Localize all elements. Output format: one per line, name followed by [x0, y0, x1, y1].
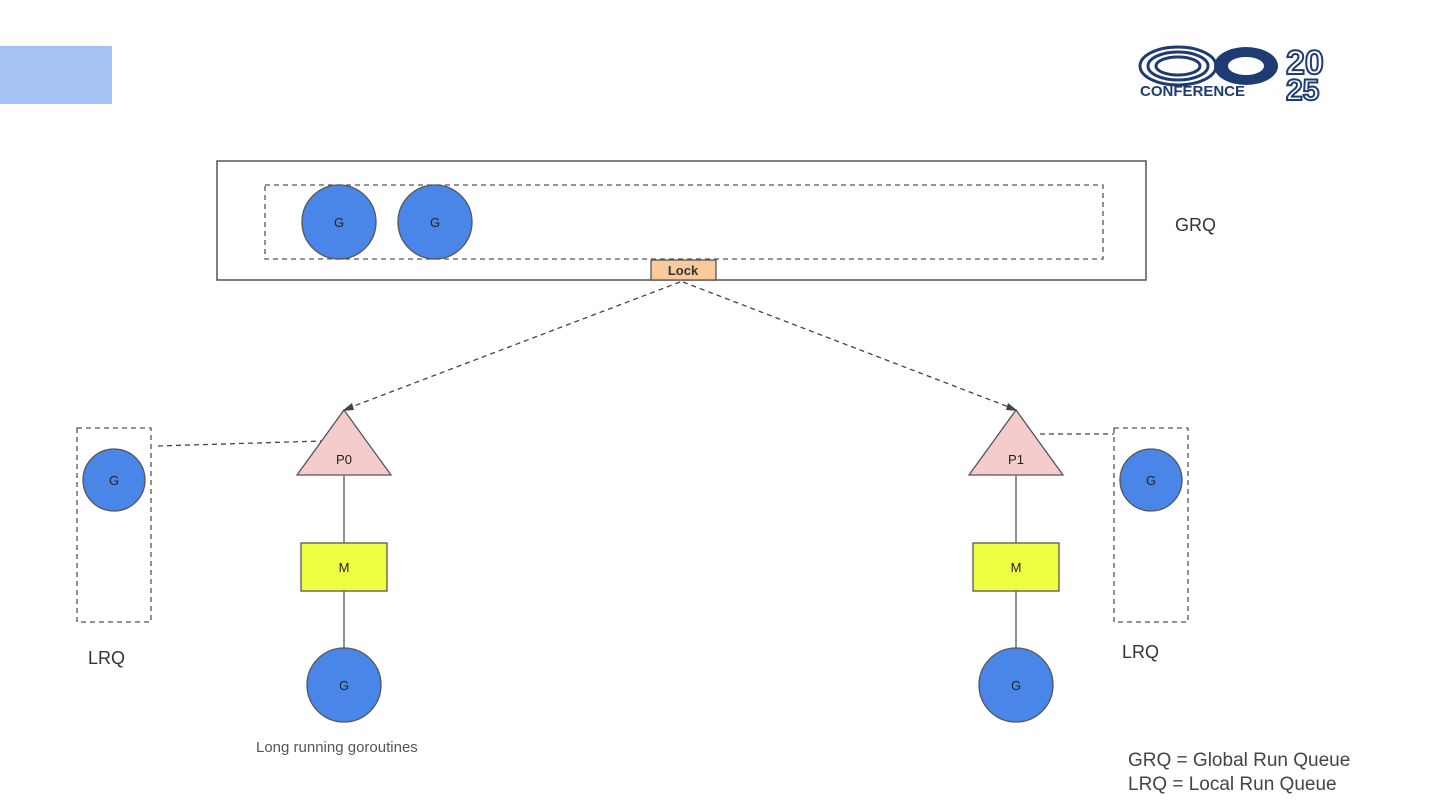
grq-lock-label: Lock: [668, 263, 699, 278]
lrq-left-to-p0-link: [157, 440, 323, 447]
go-conference-2025-logo: CONFERENCE 20 25: [1138, 43, 1325, 102]
lock-to-p1-arrow: [682, 281, 1015, 410]
lrq-right-label: LRQ: [1122, 642, 1160, 662]
slide-accent-bar: [0, 46, 112, 104]
lrq-right-box: [1113, 427, 1189, 623]
lrq-left-label: LRQ: [88, 648, 126, 668]
processor-p0: [295, 408, 393, 476]
lock-to-p1-arrowhead: [1006, 403, 1018, 411]
grq-label: GRQ: [1175, 215, 1217, 235]
running-goroutine-right: G: [978, 647, 1054, 723]
lock-to-p0-arrow: [345, 281, 681, 410]
lock-to-p0-arrowhead: [342, 403, 354, 411]
grq-goroutine: G: [397, 184, 473, 260]
running-goroutine-right-label: G: [1011, 678, 1021, 693]
grq-goroutine-label: G: [334, 215, 344, 230]
grq-goroutine-label: G: [430, 215, 440, 230]
machine-m-right: [972, 542, 1060, 592]
grq-goroutine: G: [301, 184, 377, 260]
running-goroutine-left-label: G: [339, 678, 349, 693]
running-goroutine-left: G: [306, 647, 382, 723]
lrq-right-goroutine-label: G: [1146, 473, 1156, 488]
logo-year-bottom: 25: [1286, 74, 1319, 102]
long-running-goroutines-caption: Long running goroutines: [256, 739, 418, 756]
logo-conference-text: CONFERENCE: [1140, 83, 1245, 100]
machine-m-right-label: M: [1011, 560, 1022, 575]
grq-inner-queue: [264, 184, 1104, 260]
lrq-left-goroutine-label: G: [109, 473, 119, 488]
legend: GRQ = Global Run Queue LRQ = Local Run Q…: [1128, 749, 1350, 797]
processor-p1-label: P1: [1008, 452, 1024, 467]
legend-grq: GRQ = Global Run Queue: [1128, 750, 1351, 771]
machine-m-left: [300, 542, 388, 592]
lrq-left-box: [76, 427, 152, 623]
processor-p0-label: P0: [336, 452, 352, 467]
legend-lrq: LRQ = Local Run Queue: [1128, 774, 1337, 795]
processor-p1: [967, 408, 1065, 476]
logo-year-top: 20: [1286, 44, 1324, 82]
logo-go-mark: [1138, 45, 1278, 87]
lrq-right-goroutine: G: [1119, 448, 1183, 512]
machine-m-left-label: M: [339, 560, 350, 575]
lrq-left-goroutine: G: [82, 448, 146, 512]
grq-lock: [650, 259, 717, 281]
